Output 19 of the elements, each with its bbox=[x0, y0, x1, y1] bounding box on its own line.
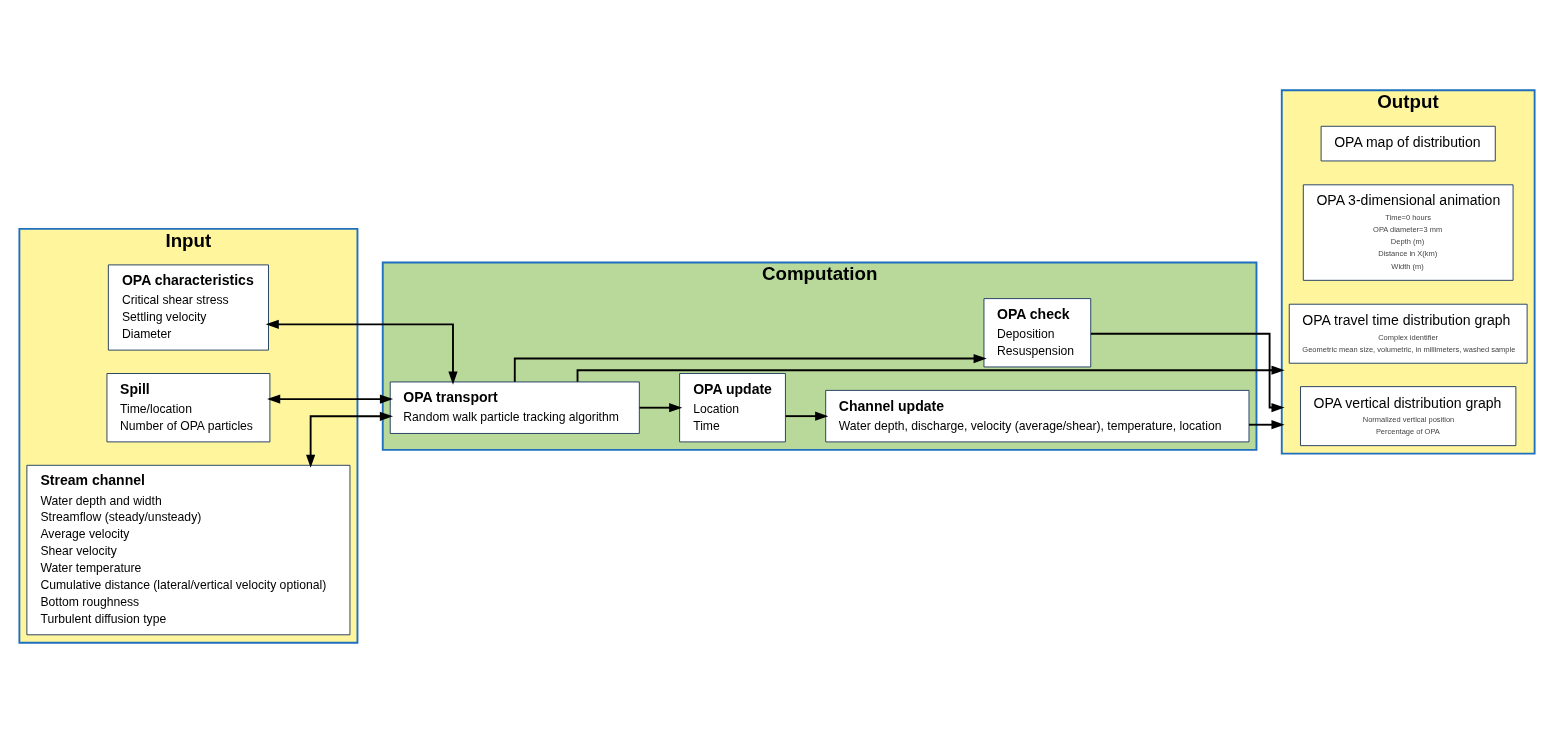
node-box: Stream channel Water depth and width Streamflow (steady/unsteady) Average velocity Shear velocity Water temperature Cumulative distance (lateral/vertical velocity optional) Bottom roughness Turbulent diffusion type bbox=[26, 464, 351, 635]
node-box: OPA travel time distribution graph Complex identifier Geometric mean size, volumetric, in millimeters, washed sample bbox=[1288, 303, 1528, 364]
arrow bbox=[1248, 419, 1285, 429]
node-box: OPA update Location Time bbox=[679, 372, 786, 442]
node-box: Spill Time/location Number of OPA particles bbox=[106, 372, 271, 442]
node-box: Channel update Water depth, discharge, velocity (average/shear), temperature, location bbox=[825, 389, 1250, 442]
arrow bbox=[265, 319, 458, 385]
arrow bbox=[784, 411, 829, 421]
arrow bbox=[306, 411, 393, 468]
node-box: OPA vertical distribution graph Normalized vertical position Percentage of OPA bbox=[1300, 385, 1517, 446]
arrow bbox=[1090, 332, 1285, 412]
node-box: OPA characteristics Critical shear stress Settling velocity Diameter bbox=[107, 263, 269, 351]
arrow bbox=[576, 365, 1285, 383]
node-box: OPA 3-dimensional animation Time=0 hours OPA diameter=3 mm Depth (m) Distance in X(km) Width (m) bbox=[1302, 183, 1514, 281]
node-box: OPA map of distribution bbox=[1320, 125, 1496, 161]
node-box: OPA transport Random walk particle tracking algorithm bbox=[389, 380, 640, 434]
node-box: OPA check Deposition Resuspension bbox=[983, 297, 1092, 367]
arrow bbox=[267, 394, 394, 404]
arrow bbox=[638, 402, 683, 412]
